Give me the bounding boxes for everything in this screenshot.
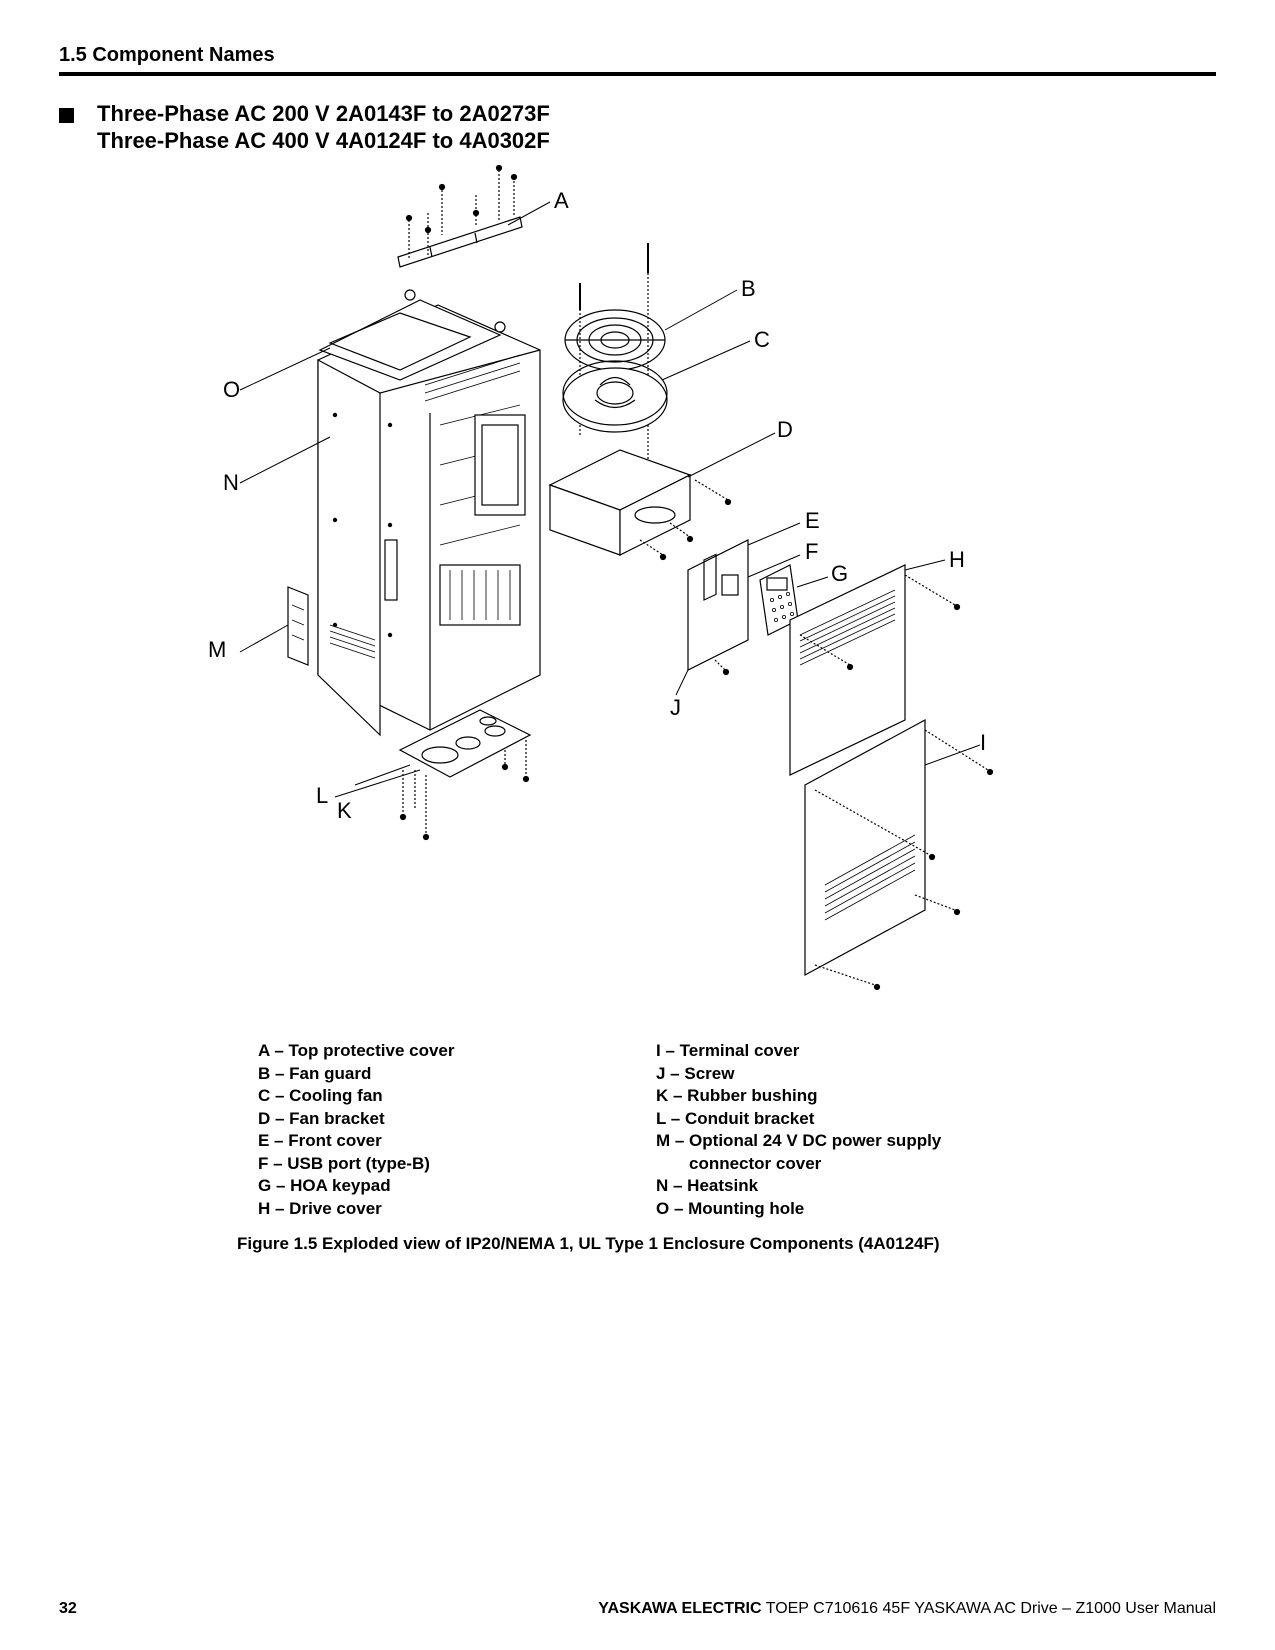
callout-l: L xyxy=(316,783,328,808)
callout-h: H xyxy=(949,547,965,572)
legend-left-column: A – Top protective cover B – Fan guard C… xyxy=(258,1040,455,1220)
legend-item-m-continued: connector cover xyxy=(689,1153,822,1173)
legend-item-o: O – Mounting hole xyxy=(656,1198,805,1218)
section-header: 1.5 Component Names xyxy=(59,44,275,66)
page-heading: Three-Phase AC 200 V 2A0143F to 2A0273F … xyxy=(97,100,550,154)
section-rule xyxy=(59,72,1216,76)
callout-d: D xyxy=(777,417,793,442)
legend-item-a: A – Top protective cover xyxy=(258,1041,455,1060)
legend-item-g: G – HOA keypad xyxy=(258,1176,391,1195)
legend-item-m: M – Optional 24 V DC power supply xyxy=(656,1131,942,1150)
legend-item-j: J – Screw xyxy=(656,1063,735,1083)
legend-item-f: F – USB port (type-B) xyxy=(258,1153,430,1173)
optional-24v-connector-cover xyxy=(287,586,309,666)
callout-e: E xyxy=(805,508,820,533)
callout-b: B xyxy=(741,276,756,301)
legend-item-c: C – Cooling fan xyxy=(258,1086,383,1105)
callout-i: I xyxy=(980,730,986,755)
callout-f: F xyxy=(805,539,818,564)
legend-item-n: N – Heatsink xyxy=(656,1176,759,1195)
exploded-view-diagram: A B C D E F G H I J K L M N O xyxy=(208,165,994,991)
heading-line-1: Three-Phase AC 200 V 2A0143F to 2A0273F xyxy=(97,101,550,126)
callout-j: J xyxy=(670,695,681,720)
callout-o: O xyxy=(223,377,240,402)
legend-item-i: I – Terminal cover xyxy=(656,1041,800,1060)
legend-item-h: H – Drive cover xyxy=(258,1198,382,1218)
callout-g: G xyxy=(831,561,848,586)
legend-item-k: K – Rubber bushing xyxy=(656,1086,818,1105)
heading-line-2: Three-Phase AC 400 V 4A0124F to 4A0302F xyxy=(97,128,550,153)
figure-caption: Figure 1.5 Exploded view of IP20/NEMA 1,… xyxy=(237,1234,940,1253)
legend-item-d: D – Fan bracket xyxy=(258,1108,385,1128)
legend-item-l: L – Conduit bracket xyxy=(656,1108,815,1128)
page-number: 32 xyxy=(59,1600,77,1617)
terminal-cover xyxy=(804,718,994,991)
top-protective-cover xyxy=(397,165,523,268)
drive-cover xyxy=(789,564,961,776)
page-footer: YASKAWA ELECTRIC TOEP C710616 45F YASKAW… xyxy=(598,1600,1216,1618)
footer-text: TOEP C710616 45F YASKAWA AC Drive – Z100… xyxy=(761,1600,1216,1617)
fan-guard xyxy=(564,243,666,485)
front-cover xyxy=(687,539,749,676)
callout-m: M xyxy=(208,637,226,662)
drive-body xyxy=(317,289,541,737)
conduit-bracket xyxy=(398,709,532,841)
legend-item-e: E – Front cover xyxy=(258,1131,382,1150)
bullet-square-icon xyxy=(59,108,74,123)
callout-c: C xyxy=(754,327,770,352)
callout-a: A xyxy=(554,188,569,213)
footer-brand: YASKAWA ELECTRIC xyxy=(598,1600,762,1617)
callout-k: K xyxy=(337,798,352,823)
fan-bracket xyxy=(548,449,732,561)
legend-item-b: B – Fan guard xyxy=(258,1063,372,1083)
legend-right-column: I – Terminal cover J – Screw K – Rubber … xyxy=(656,1040,941,1220)
cooling-fan xyxy=(562,360,668,433)
callout-n: N xyxy=(223,470,239,495)
